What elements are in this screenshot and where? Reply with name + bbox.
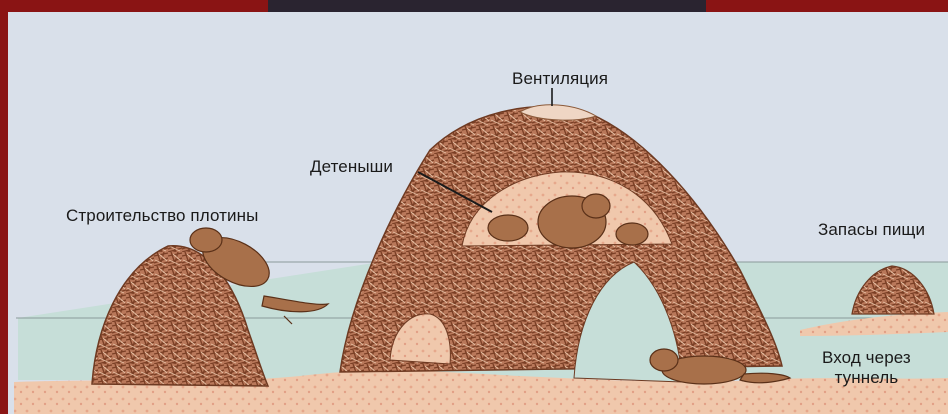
label-dam-building: Строительство плотины [66,206,258,226]
label-food-stores: Запасы пищи [818,220,925,240]
label-tunnel-entrance: Вход через туннель [822,348,911,388]
top-dark-strip [268,0,706,12]
label-young: Детеныши [310,157,393,177]
label-ventilation: Вентиляция [512,69,608,89]
label-tunnel-entrance-line1: Вход через [822,348,911,368]
label-tunnel-entrance-line2: туннель [822,368,911,388]
